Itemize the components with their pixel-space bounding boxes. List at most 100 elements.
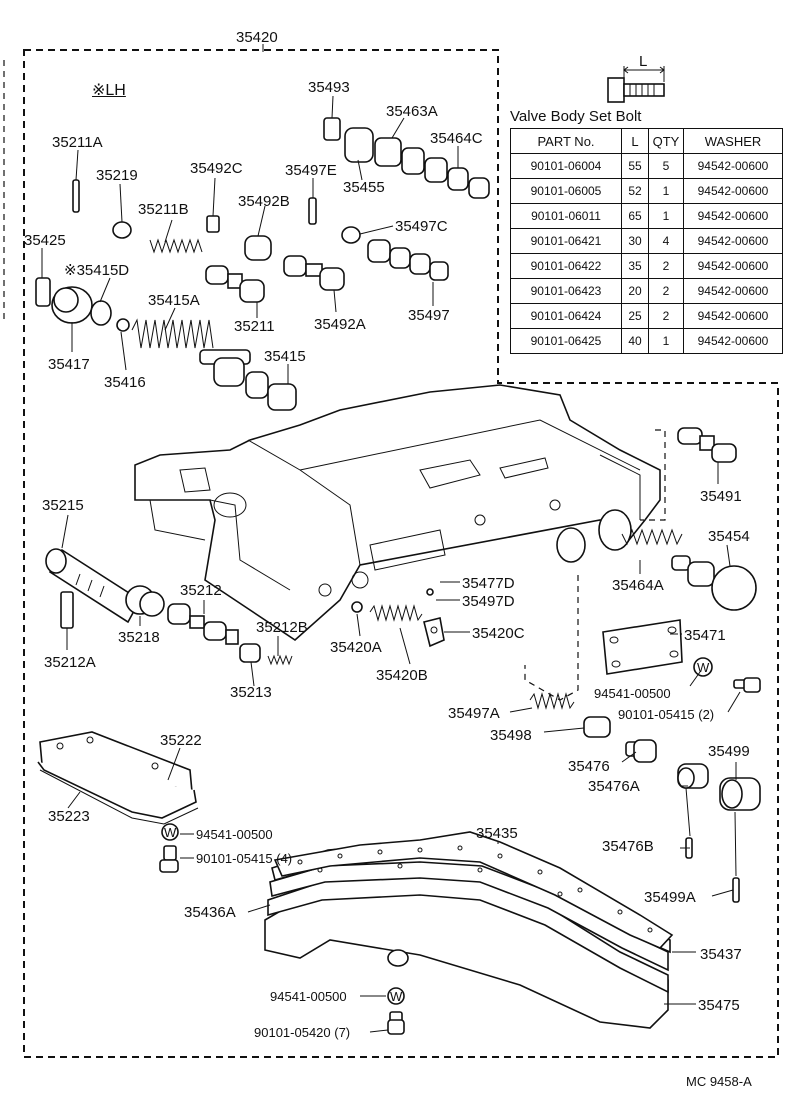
table-cell: 94542-00600 bbox=[683, 278, 783, 304]
table-cell: 20 bbox=[621, 278, 649, 304]
part-35420a-ball bbox=[351, 601, 363, 613]
table-header-washer: WASHER bbox=[683, 128, 783, 154]
label-35464c: 35464C bbox=[430, 130, 483, 147]
label-35476b: 35476B bbox=[602, 838, 654, 855]
part-35499 bbox=[719, 777, 761, 811]
label-35420a: 35420A bbox=[330, 639, 382, 656]
table-cell: 1 bbox=[648, 328, 684, 354]
washer-94541-bottom: W bbox=[387, 987, 405, 1005]
part-35219-plug bbox=[112, 221, 132, 239]
leader-lines bbox=[41, 95, 741, 1033]
table-cell: 35 bbox=[621, 253, 649, 279]
label-washer-94541-left: 94541-00500 bbox=[196, 827, 273, 842]
washer-mark: W bbox=[697, 660, 710, 675]
label-35493: 35493 bbox=[308, 79, 350, 96]
document-code: MC 9458-A bbox=[686, 1074, 752, 1089]
table-cell: 90101-06011 bbox=[510, 203, 622, 229]
part-35415-valve bbox=[199, 349, 297, 411]
table-cell: 90101-06004 bbox=[510, 153, 622, 179]
label-35437: 35437 bbox=[700, 946, 742, 963]
label-35497a: 35497A bbox=[448, 705, 500, 722]
table-cell: 1 bbox=[648, 178, 684, 204]
label-35499a: 35499A bbox=[644, 889, 696, 906]
table-cell: 90101-06424 bbox=[510, 303, 622, 329]
label-35464a: 35464A bbox=[612, 577, 664, 594]
part-35415d-ring bbox=[90, 300, 112, 326]
lower-valve-body-plates bbox=[264, 831, 674, 1029]
part-35497c bbox=[341, 226, 361, 244]
bolt-icon bbox=[607, 66, 665, 103]
part-35454-valve bbox=[671, 555, 757, 611]
table-cell: 94542-00600 bbox=[683, 228, 783, 254]
table-cell: 25 bbox=[621, 303, 649, 329]
part-35212a-pin bbox=[60, 591, 74, 629]
label-35497d: 35497D bbox=[462, 593, 515, 610]
table-header-part-no: PART No. bbox=[510, 128, 622, 154]
washer-94541-left: W bbox=[161, 823, 179, 841]
table-cell: 30 bbox=[621, 228, 649, 254]
bolt-90101-05415-right bbox=[733, 677, 761, 693]
label-35476: 35476 bbox=[568, 758, 610, 775]
part-35416 bbox=[116, 318, 130, 332]
label-35497: 35497 bbox=[408, 307, 450, 324]
part-35497d-ball bbox=[426, 588, 434, 596]
table-cell: 55 bbox=[621, 153, 649, 179]
part-35218 bbox=[125, 585, 165, 617]
part-35492b bbox=[244, 235, 272, 261]
label-bolt-90101-05415-right: 90101-05415 (2) bbox=[618, 707, 714, 722]
guide-lines-right bbox=[640, 429, 666, 521]
label-35499: 35499 bbox=[708, 743, 750, 760]
table-cell: 94542-00600 bbox=[683, 253, 783, 279]
label-35420b: 35420B bbox=[376, 667, 428, 684]
part-35497a-spring bbox=[529, 692, 575, 710]
label-35223: 35223 bbox=[48, 808, 90, 825]
label-35212b: 35212B bbox=[256, 619, 308, 636]
washer-94541-right: W bbox=[693, 657, 713, 677]
table-cell: 2 bbox=[648, 303, 684, 329]
label-washer-94541-right: 94541-00500 bbox=[594, 686, 671, 701]
part-labels: 35420 35493 35463A 35464C 35211A 35219 3… bbox=[24, 29, 750, 1040]
label-35417: 35417 bbox=[48, 356, 90, 373]
table-cell: 90101-06421 bbox=[510, 228, 622, 254]
part-35211-valve bbox=[205, 265, 265, 303]
label-35491: 35491 bbox=[700, 488, 742, 505]
table-cell: 90101-06423 bbox=[510, 278, 622, 304]
label-35416: 35416 bbox=[104, 374, 146, 391]
label-35211: 35211 bbox=[234, 318, 275, 335]
label-35211a: 35211A bbox=[52, 134, 103, 151]
part-35211b-spring bbox=[149, 238, 203, 254]
svg-text:W: W bbox=[390, 989, 403, 1004]
part-35420c-clip bbox=[423, 617, 445, 648]
label-35213: 35213 bbox=[230, 684, 272, 701]
part-35476 bbox=[625, 739, 657, 763]
part-35463a-valve bbox=[344, 127, 490, 199]
assembly-border bbox=[23, 49, 779, 1058]
table-cell: 94542-00600 bbox=[683, 328, 783, 354]
label-35497c: 35497C bbox=[395, 218, 448, 235]
table-cell: 94542-00600 bbox=[683, 303, 783, 329]
table-cell: 1 bbox=[648, 203, 684, 229]
part-35417-sleeve bbox=[51, 286, 93, 324]
label-35454: 35454 bbox=[708, 528, 750, 545]
table-cell: 90101-06005 bbox=[510, 178, 622, 204]
label-35425: 35425 bbox=[24, 232, 66, 249]
table-header-qty: QTY bbox=[648, 128, 684, 154]
label-35212a: 35212A bbox=[44, 654, 96, 671]
label-35222: 35222 bbox=[160, 732, 202, 749]
label-35498: 35498 bbox=[490, 727, 532, 744]
label-35455: 35455 bbox=[343, 179, 385, 196]
table-cell: 94542-00600 bbox=[683, 153, 783, 179]
label-35219: 35219 bbox=[96, 167, 138, 184]
part-35415a-spring bbox=[131, 318, 214, 349]
svg-text:W: W bbox=[164, 825, 177, 840]
part-35497-valve bbox=[367, 239, 449, 281]
label-35218: 35218 bbox=[118, 629, 160, 646]
